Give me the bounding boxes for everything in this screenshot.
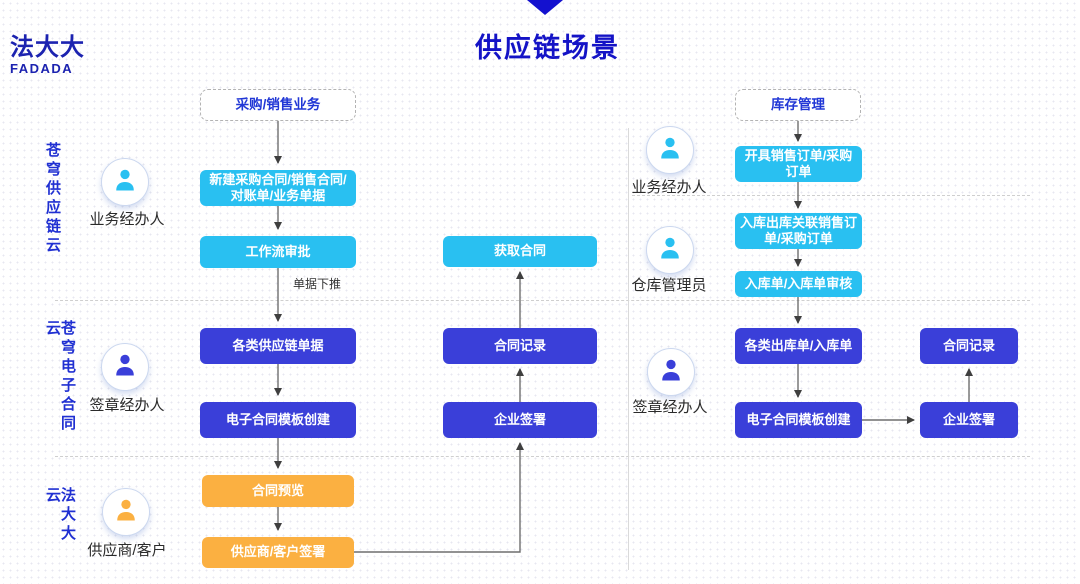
actor-label-business-operator-left: 业务经办人 (89, 211, 165, 228)
user-icon (112, 496, 140, 529)
actor-label-warehouse-manager: 仓库管理员 (631, 277, 707, 294)
actor-warehouse-manager (646, 226, 694, 274)
lane-label-supply-chain-cloud: 苍穹供应链云 (44, 142, 61, 256)
user-icon (656, 234, 684, 267)
user-icon (111, 351, 139, 384)
logo-en-text: FADADA (10, 61, 74, 76)
node-purchase-sales-source: 采购/销售业务 (200, 89, 356, 121)
divider-horizontal-2 (55, 456, 1030, 457)
actor-business-operator-right (646, 126, 694, 174)
lane-label-econtract-cloud: 苍穹电子合同云 (44, 320, 76, 434)
node-create-contract: 新建采购合同/销售合同/ 对账单/业务单据 (200, 170, 356, 206)
node-enterprise-sign-right: 企业签署 (920, 402, 1018, 438)
node-enterprise-sign-mid: 企业签署 (443, 402, 597, 438)
actor-label-business-operator-right: 业务经办人 (631, 179, 707, 196)
node-inout-link-orders: 入库出库关联销售订 单/采购订单 (735, 213, 862, 249)
node-template-create-right: 电子合同模板创建 (735, 402, 862, 438)
node-contract-record-mid: 合同记录 (443, 328, 597, 364)
node-supplier-sign: 供应商/客户签署 (202, 537, 354, 568)
node-get-contract: 获取合同 (443, 236, 597, 267)
node-contract-preview: 合同预览 (202, 475, 354, 507)
node-issue-orders: 开具销售订单/采购 订单 (735, 146, 862, 182)
page-title: 供应链场景 (475, 33, 620, 63)
node-supply-chain-docs: 各类供应链单据 (200, 328, 356, 364)
user-icon (656, 134, 684, 167)
actor-business-operator-left (101, 158, 149, 206)
lane-label-fadada-cloud: 法大大云 (44, 487, 76, 544)
node-contract-record-right: 合同记录 (920, 328, 1018, 364)
actor-seal-operator-right (647, 348, 695, 396)
node-inout-docs: 各类出库单/入库单 (735, 328, 862, 364)
divider-horizontal-right (632, 195, 1030, 196)
node-inventory-source: 库存管理 (735, 89, 861, 121)
title-triangle-icon (527, 0, 563, 15)
edge-label-push-down: 单据下推 (293, 277, 342, 291)
actor-seal-operator-left (101, 343, 149, 391)
actor-supplier-customer (102, 488, 150, 536)
connector-suppliersign-to-enterprisesign (354, 442, 524, 553)
node-template-create-left: 电子合同模板创建 (200, 402, 356, 438)
node-workflow-approval: 工作流审批 (200, 236, 356, 268)
divider-vertical (628, 128, 629, 570)
divider-horizontal-1 (55, 300, 1030, 301)
fadada-logo: 法大大 FADADA (10, 34, 85, 76)
user-icon (111, 166, 139, 199)
node-inbound-audit: 入库单/入库单审核 (735, 271, 862, 297)
logo-zh-text: 法大大 (10, 34, 85, 61)
actor-label-seal-operator-right: 签章经办人 (632, 399, 708, 416)
actor-label-seal-operator-left: 签章经办人 (89, 397, 165, 414)
user-icon (657, 356, 685, 389)
actor-label-supplier-customer: 供应商/客户 (87, 542, 167, 559)
